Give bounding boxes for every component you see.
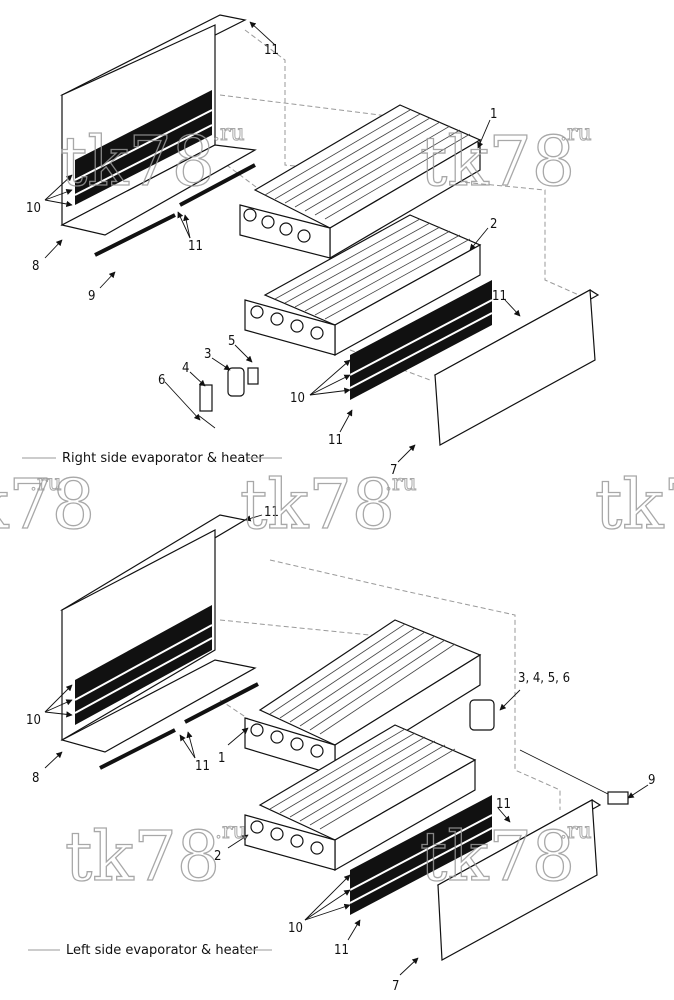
callout-label: 3, 4, 5, 6 [518,671,570,686]
callout-label: 2 [214,849,221,864]
back-panel [59,14,257,236]
caption-left: Left side evaporator & heater [28,943,272,958]
caption-left-text: Left side evaporator & heater [66,943,259,958]
svg-text:.ru: .ru [560,819,592,844]
caption-right-text: Right side evaporator & heater [62,451,264,466]
callout-label: 7 [392,979,399,994]
callout-label: 8 [32,771,39,786]
callout-label: 10 [26,713,41,728]
seal-strip [94,213,176,257]
callout-label: 11 [188,239,203,254]
svg-text:.ru: .ru [560,121,592,146]
callout-label: 10 [290,391,305,406]
svg-text:tk78: tk78 [65,818,220,897]
seal-strip-lower [184,682,259,724]
callout-label: 7 [390,463,397,478]
callout-label: 11 [264,43,279,58]
callout-label: 9 [648,773,655,788]
callouts-top: 11 1 2 11 10 11 8 9 3 5 4 6 10 11 7 [26,43,507,478]
callout-label: 1 [490,107,497,122]
svg-text:.ru: .ru [385,471,417,496]
seal-strip-lower [99,728,176,770]
svg-text:tk78: tk78 [420,123,575,202]
svg-text:tk78: tk78 [0,466,95,545]
seal-strip [179,163,256,207]
callout-label: 11 [496,797,511,812]
callout-label: 1 [218,751,225,766]
caption-right: Right side evaporator & heater [22,451,282,466]
evaporator-coil [239,104,482,260]
valve-assembly [197,367,259,429]
heater-coil-lower [244,724,477,872]
left-side-assembly [60,514,629,961]
callout-label: 11 [334,943,349,958]
callout-label: 3 [204,347,211,362]
right-side-assembly [59,14,600,446]
valve-assembly-lower [469,699,629,805]
callout-label: 6 [158,373,165,388]
svg-text:tk78: tk78 [240,466,395,545]
svg-text:.ru: .ru [213,121,245,146]
callouts-bottom: 11 3, 4, 5, 6 10 1 8 11 9 11 2 10 11 7 [26,505,655,994]
svg-text:.ru: .ru [30,471,62,496]
front-panel-lower [349,795,602,961]
callout-label: 5 [228,334,235,349]
front-panel [349,280,600,446]
callout-label: 10 [26,201,41,216]
svg-text:tk78: tk78 [420,818,575,897]
svg-text:tk78: tk78 [60,123,215,202]
callout-label: 4 [182,361,189,376]
svg-text:.ru: .ru [215,819,247,844]
back-panel-lower [60,514,257,753]
callout-label: 2 [490,217,497,232]
callout-label: 11 [264,505,279,520]
callout-label: 8 [32,259,39,274]
callout-label: 11 [492,289,507,304]
watermark-logo: tk78 .ru tk78 .ru tk78 .ru tk78 .ru tk78… [0,121,674,898]
callout-label: 10 [288,921,303,936]
callout-leaders [44,21,649,976]
callout-label: 9 [88,289,95,304]
svg-text:tk78: tk78 [595,466,674,545]
callout-label: 11 [328,433,343,448]
heater-coil [244,214,482,357]
callout-label: 11 [195,759,210,774]
